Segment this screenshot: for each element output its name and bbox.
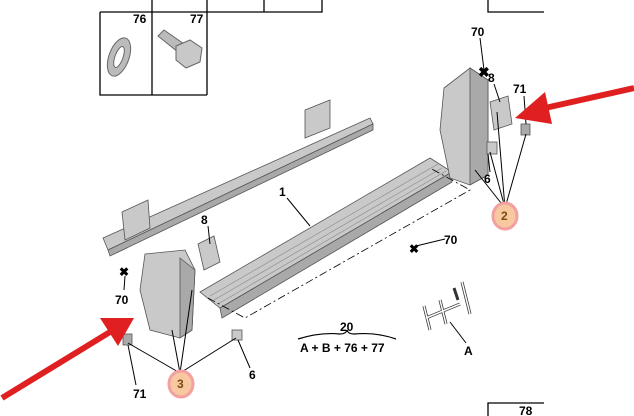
nut-left <box>122 333 133 346</box>
red-arrow-icon <box>0 318 134 401</box>
callout-71: 71 <box>513 82 527 96</box>
callout-20: 20 <box>340 320 354 334</box>
cap-right <box>486 141 498 155</box>
fastener-cross-icon: ✖ <box>478 64 490 80</box>
kit-formula: A + B + 76 + 77 <box>300 341 385 355</box>
red-arrow-icon <box>515 85 634 124</box>
highlight-circle-3: 3 <box>167 369 195 399</box>
callout-6: 6 <box>249 368 256 382</box>
highlight-circle-2: 2 <box>491 201 519 231</box>
fastener-cross-icon: ✖ <box>409 242 419 256</box>
clip-left <box>197 235 221 271</box>
callout-8: 8 <box>201 213 208 227</box>
ref-78-label: 78 <box>519 404 533 416</box>
callout-1: 1 <box>279 185 286 199</box>
callout-a: A <box>464 344 473 358</box>
ref-76-label: 76 <box>133 12 147 26</box>
callout-71: 71 <box>133 387 147 401</box>
callout-6: 6 <box>484 172 491 186</box>
nut-right <box>520 123 531 136</box>
fastener-cross-icon: ✖ <box>119 265 129 279</box>
callout-70: 70 <box>444 233 458 247</box>
callout-70: 70 <box>471 25 485 39</box>
callout-70: 70 <box>115 293 129 307</box>
bolt-icon <box>157 29 203 69</box>
svg-text:2: 2 <box>501 209 508 223</box>
kit-brace <box>297 329 397 340</box>
parts-table <box>99 0 544 416</box>
upper-rail <box>102 99 374 257</box>
svg-text:3: 3 <box>177 377 184 391</box>
clip-right <box>489 95 513 131</box>
frame-a <box>422 281 472 331</box>
washer-icon <box>106 37 132 77</box>
cap-left <box>231 329 243 341</box>
right-bracket <box>439 67 531 186</box>
ref-77-label: 77 <box>190 12 204 26</box>
callout-8: 8 <box>488 71 495 85</box>
